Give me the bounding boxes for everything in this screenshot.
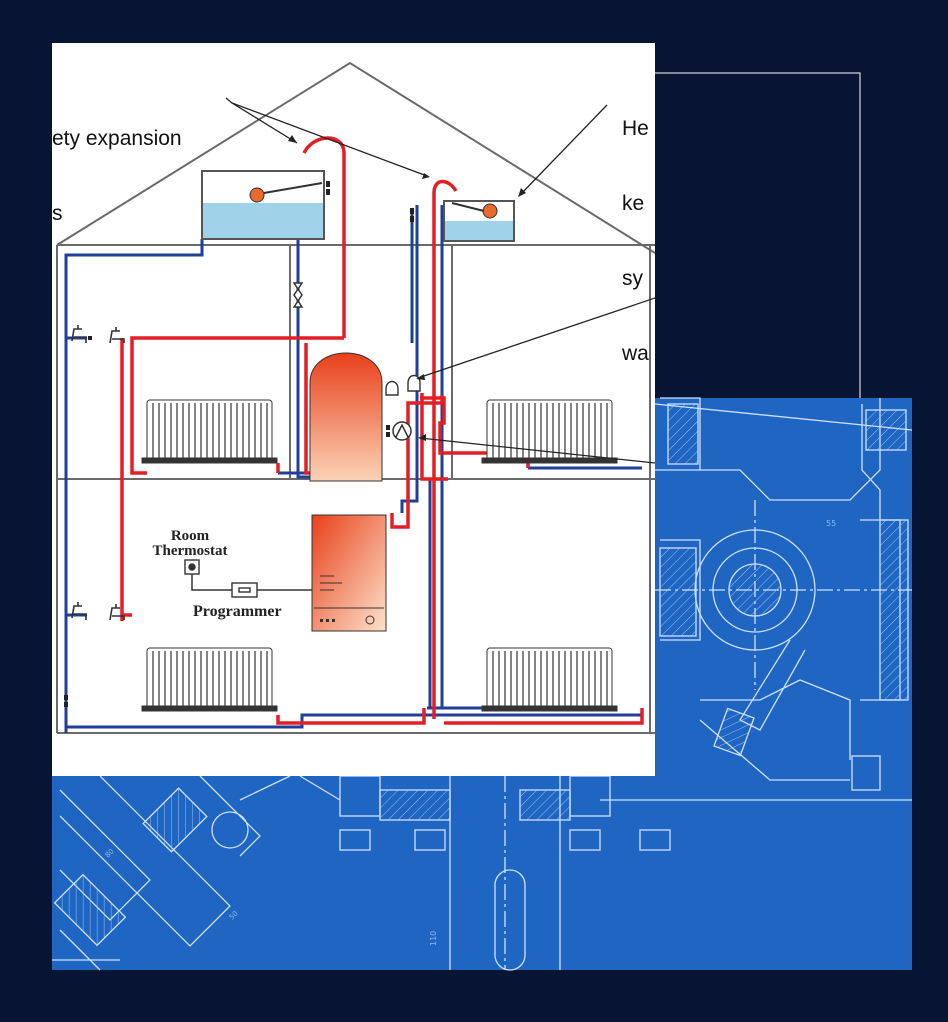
callout-frame-line (655, 72, 861, 398)
callout-right-line3: sy (622, 267, 643, 290)
room-thermostat-label-line1: Room (171, 528, 210, 544)
hot-water-cylinder (309, 352, 383, 482)
inline-valves (64, 181, 414, 707)
taps-lower-floor (71, 602, 125, 621)
callout-arrows (225, 97, 655, 464)
callout-left-line1: ety expansion (52, 127, 182, 150)
callout-header-tank: He ke sy wa (622, 66, 649, 416)
house-outline (56, 61, 655, 734)
large-expansion-tank (201, 170, 325, 240)
cold-water-pipes (64, 205, 642, 733)
dimension-80: 80 (104, 847, 116, 859)
callout-right-line1: He (622, 117, 649, 140)
gate-valve (292, 282, 304, 308)
callout-left-line2: s (52, 202, 63, 225)
radiator-bottom-right (481, 647, 618, 712)
heating-system-diagram: Room Thermostat Programmer (52, 43, 655, 776)
small-header-tank (443, 200, 515, 242)
hot-water-pipes (120, 136, 644, 725)
valve-pair-cylinder (385, 374, 421, 396)
callout-arrowheads (288, 135, 526, 441)
room-thermostat (184, 559, 200, 575)
callout-right-line4: wa (622, 342, 649, 365)
blueprint-drawing-lower (52, 775, 912, 971)
radiator-top-right (481, 399, 618, 464)
room-thermostat-label-line2: Thermostat (153, 543, 228, 559)
callout-expansion-pipes: ety expansion s (52, 76, 182, 276)
programmer-unit (231, 582, 258, 598)
dimension-50: 50 (228, 909, 240, 921)
dimension-110: 110 (429, 931, 438, 946)
radiator-top-left (141, 399, 278, 464)
taps-upper-floor (71, 325, 125, 344)
radiator-bottom-left (141, 647, 278, 712)
callout-right-line2: ke (622, 192, 645, 215)
dimension-55: 55 (826, 519, 836, 528)
boiler (311, 514, 387, 632)
circulating-pump (392, 421, 412, 441)
programmer-label: Programmer (193, 603, 282, 620)
blueprint-drawing-right (654, 397, 913, 791)
